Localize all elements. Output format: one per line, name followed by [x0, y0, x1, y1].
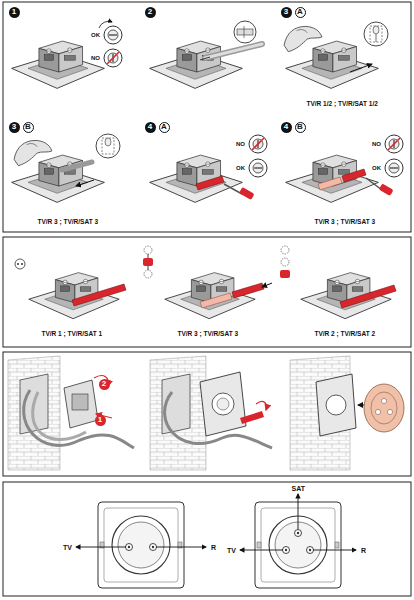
callout-text: A [161, 123, 167, 131]
check-mark-text: NO [91, 55, 100, 61]
callout-number: 1 [95, 415, 106, 426]
variant-label: TV/R 3 ; TV/R/SAT 3 [38, 219, 99, 226]
callout-number: 2 [145, 7, 156, 18]
check-mark-text: NO [236, 141, 245, 147]
callout-text: 3 [12, 123, 16, 131]
step-letter: A [295, 7, 306, 18]
variant-label: TV/R 3 ; TV/R/SAT 3 [178, 331, 239, 338]
check-mark-text: OK [372, 165, 381, 171]
callout-number: 4 [281, 122, 292, 133]
callout-text: 4 [148, 123, 152, 131]
callout-number: 1 [9, 7, 20, 18]
variant-label: TV/R 2 ; TV/R/SAT 2 [315, 331, 376, 338]
step-letter: B [295, 122, 306, 133]
callout-number: 2 [99, 379, 110, 390]
variant-label: TV/R 1 ; TV/R/SAT 1 [42, 331, 103, 338]
callout-text: 4 [284, 123, 288, 131]
callout-text: 1 [98, 416, 102, 424]
callout-text: 3 [284, 8, 288, 16]
callout-text: B [25, 123, 31, 131]
callout-text: A [297, 8, 303, 16]
check-mark-text: OK [91, 32, 100, 38]
variant-label: TV/R 1/2 ; TV/R/SAT 1/2 [307, 101, 378, 108]
check-mark-text: NO [372, 141, 381, 147]
callout-text: 2 [102, 380, 106, 388]
step-letter: A [159, 122, 170, 133]
signal-name: R [211, 544, 216, 551]
signal-name: R [361, 547, 366, 554]
step-letter: B [23, 122, 34, 133]
callout-number: 3 [281, 7, 292, 18]
check-mark-text: OK [236, 165, 245, 171]
signal-name: SAT [292, 485, 305, 492]
callout-text: 2 [148, 8, 152, 16]
callout-number: 3 [9, 122, 20, 133]
variant-label: TV/R 3 ; TV/R/SAT 3 [315, 219, 376, 226]
callout-text: B [297, 123, 303, 131]
signal-name: TV [227, 547, 236, 554]
callout-text: 1 [12, 8, 16, 16]
callout-number: 4 [145, 122, 156, 133]
signal-name: TV [63, 544, 72, 551]
